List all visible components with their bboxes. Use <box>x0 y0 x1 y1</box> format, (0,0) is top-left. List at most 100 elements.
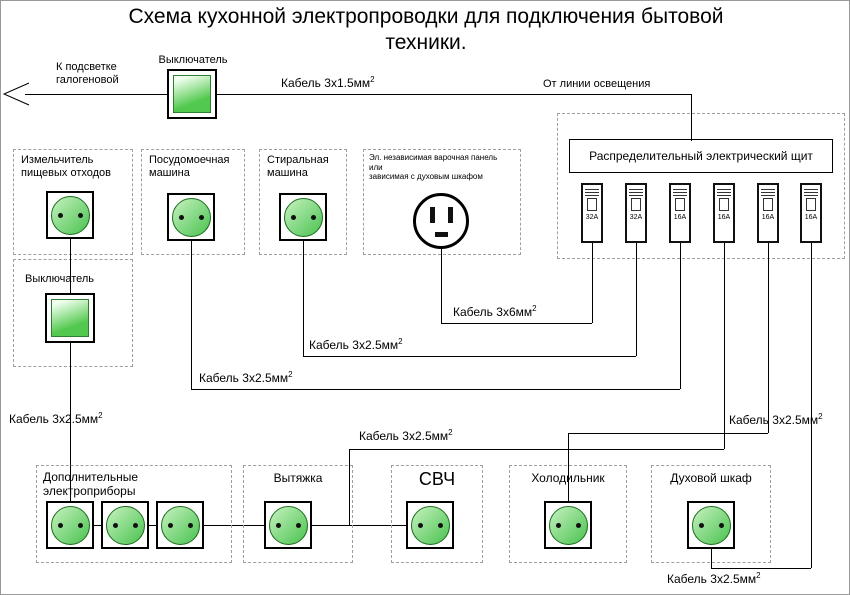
panel-dashed-box <box>557 113 845 259</box>
socket-hole-icon <box>187 522 193 528</box>
dishwasher-dashed-box <box>141 149 245 255</box>
extra-socket-1 <box>46 501 94 549</box>
breaker-toggle-icon <box>763 198 773 211</box>
socket-hole-icon <box>417 522 423 528</box>
wire-segment <box>711 568 811 569</box>
grinder-switch-label: Выключатель <box>25 273 95 285</box>
wire-segment <box>768 243 769 433</box>
fridge-label: Холодильник <box>531 471 605 485</box>
cable-text: Кабель 3х6мм <box>453 305 533 319</box>
socket-slot-icon <box>430 207 435 223</box>
fridge-dashed-box <box>509 465 627 563</box>
wire-segment <box>149 525 156 526</box>
cable-text: Кабель 3х2.5мм <box>667 572 757 586</box>
washer-label: Стиральная машина <box>267 154 329 180</box>
breaker-terminal-icon <box>761 187 775 196</box>
wire-segment <box>724 243 725 449</box>
socket-slot-icon <box>435 232 448 237</box>
breaker-terminal-icon <box>717 187 731 196</box>
socket-face-icon <box>548 505 588 545</box>
socket-face-icon <box>160 505 200 545</box>
socket-face-icon <box>171 197 211 237</box>
hood-dashed-box <box>243 465 353 563</box>
cable-label-6: Кабель 3х6мм2 <box>453 304 537 319</box>
wire-segment <box>70 239 71 293</box>
grinder-switch <box>45 293 95 343</box>
breaker-terminal-icon <box>673 187 687 196</box>
switch-key-icon <box>51 299 89 337</box>
wire-segment <box>349 449 724 450</box>
cable-label-2-5: Кабель 3х2.5мм2 <box>9 411 103 426</box>
microwave-label: СВЧ <box>418 469 456 489</box>
grinder-socket <box>46 191 94 239</box>
oven-label: Духовой шкаф <box>670 471 752 485</box>
socket-hole-icon <box>437 522 443 528</box>
breaker-rating-label: 16А <box>673 214 687 221</box>
circuit-breaker: 16А <box>757 183 779 243</box>
hood-socket <box>264 501 312 549</box>
cable-text: Кабель 3х2.5мм <box>309 338 399 352</box>
breaker-toggle-icon <box>719 198 729 211</box>
wire-segment <box>204 525 264 526</box>
wire-segment <box>191 389 680 390</box>
socket-face-icon <box>283 197 323 237</box>
wire-segment <box>70 343 71 501</box>
cable-label-1-5: Кабель 3х1.5мм2 <box>281 75 375 90</box>
socket-face-icon <box>410 505 450 545</box>
circuit-breaker: 16А <box>713 183 735 243</box>
breaker-toggle-icon <box>587 198 597 211</box>
socket-hole-icon <box>555 522 561 528</box>
breaker-toggle-icon <box>631 198 641 211</box>
socket-face-icon <box>691 505 731 545</box>
breaker-terminal-icon <box>629 187 643 196</box>
wire-segment <box>711 549 712 568</box>
light-switch <box>167 69 217 119</box>
breaker-rating-label: 16А <box>761 214 775 221</box>
wire-segment <box>568 433 569 501</box>
panel-title-box: Распределительный электрический щит <box>569 139 833 173</box>
wire-segment <box>349 449 350 525</box>
socket-hole-icon <box>57 212 63 218</box>
wire-segment <box>312 525 349 526</box>
breaker-rating-label: 16А <box>717 214 731 221</box>
breaker-terminal-icon <box>585 187 599 196</box>
wire-segment <box>592 243 593 323</box>
oven-socket <box>687 501 735 549</box>
wire-segment <box>691 94 692 141</box>
wire-segment <box>680 243 681 389</box>
dishwasher-socket <box>167 193 215 241</box>
socket-hole-icon <box>275 522 281 528</box>
wire-segment <box>94 525 101 526</box>
cable-sup: 2 <box>398 337 403 346</box>
main-switch-label: Выключатель <box>158 54 228 66</box>
socket-slot-icon <box>448 207 453 223</box>
grinder-switch-dashed-box <box>13 259 133 367</box>
wire-segment <box>25 94 167 95</box>
cable-label-2-5: Кабель 3х2.5мм2 <box>199 370 293 385</box>
cable-text: Кабель 3х2.5мм <box>9 412 99 426</box>
hob-label: Эл. независимая варочная панель или зави… <box>369 153 498 182</box>
wire-segment <box>441 323 592 324</box>
dishwasher-label: Посудомоечная машина <box>149 154 230 180</box>
breaker-toggle-icon <box>675 198 685 211</box>
socket-hole-icon <box>698 522 704 528</box>
cable-text: Кабель 3х1.5мм <box>281 76 371 90</box>
fridge-socket <box>544 501 592 549</box>
circuit-breaker: 16А <box>800 183 822 243</box>
cable-sup: 2 <box>532 304 537 313</box>
cable-label-2-5: Кабель 3х2.5мм2 <box>729 412 823 427</box>
breaker-terminal-icon <box>804 187 818 196</box>
hob-socket <box>413 193 469 249</box>
cable-sup: 2 <box>98 411 103 420</box>
cable-label-2-5: Кабель 3х2.5мм2 <box>309 337 403 352</box>
to-halogen-label: К подсветке галогеновой <box>56 61 119 87</box>
cable-sup: 2 <box>288 370 293 379</box>
wire-segment <box>811 243 812 568</box>
wire-segment <box>636 243 637 356</box>
breaker-toggle-icon <box>806 198 816 211</box>
socket-hole-icon <box>132 522 138 528</box>
socket-hole-icon <box>112 522 118 528</box>
extra-appliances-dashed-box <box>36 465 232 563</box>
socket-hole-icon <box>575 522 581 528</box>
microwave-socket <box>406 501 454 549</box>
